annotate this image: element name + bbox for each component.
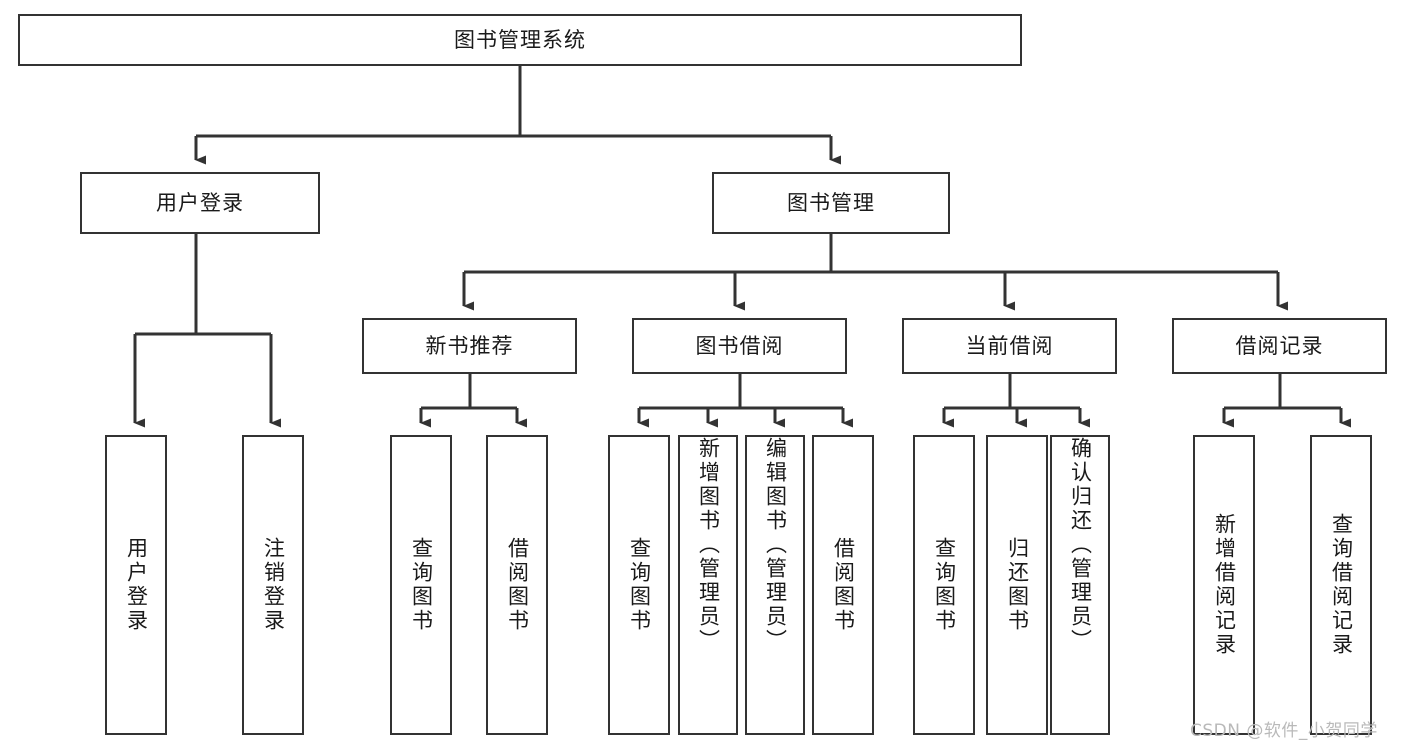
node-leaf-borrow-book-1-label: 借阅图书 (505, 537, 530, 633)
edges-bookmanage-to-level2 (462, 234, 1288, 311)
node-current-borrow-label: 当前借阅 (965, 333, 1054, 358)
node-leaf-add-book[interactable]: 新增图书（管理员） (678, 435, 738, 735)
leaf-inner: 新增图书（管理员） (680, 437, 736, 733)
node-leaf-edit-book[interactable]: 编辑图书（管理员） (745, 435, 805, 735)
node-leaf-query-book-3-label: 查询图书 (932, 537, 957, 633)
edges-newbook-to-leaves (419, 374, 527, 428)
node-leaf-borrow-book-2[interactable]: 借阅图书 (812, 435, 874, 735)
node-leaf-confirm-return-label: 确认归还（管理员） (1068, 437, 1093, 653)
node-leaf-query-book-1-label: 查询图书 (409, 537, 434, 633)
leaf-inner: 查询借阅记录 (1312, 437, 1370, 733)
leaf-inner: 注销登录 (244, 437, 302, 733)
edges-currentborrow-to-leaves (942, 374, 1090, 428)
node-new-book-rec[interactable]: 新书推荐 (362, 318, 577, 374)
edges-bookborrow-to-leaves (637, 374, 853, 428)
node-leaf-query-record-label: 查询借阅记录 (1329, 513, 1354, 657)
node-leaf-return-book[interactable]: 归还图书 (986, 435, 1048, 735)
leaf-inner: 查询图书 (392, 437, 450, 733)
edges-borrowrecord-to-leaves (1222, 374, 1351, 428)
csdn-watermark: CSDN @软件_小贺同学 (1190, 721, 1378, 741)
node-leaf-add-record[interactable]: 新增借阅记录 (1193, 435, 1255, 735)
leaf-inner: 编辑图书（管理员） (747, 437, 803, 733)
leaf-inner: 借阅图书 (488, 437, 546, 733)
node-leaf-query-book-3[interactable]: 查询图书 (913, 435, 975, 735)
node-book-borrow[interactable]: 图书借阅 (632, 318, 847, 374)
node-new-book-rec-label: 新书推荐 (425, 333, 514, 358)
node-borrow-record-label: 借阅记录 (1235, 333, 1324, 358)
node-leaf-query-book-2-label: 查询图书 (627, 537, 652, 633)
node-book-manage[interactable]: 图书管理 (712, 172, 950, 234)
node-root[interactable]: 图书管理系统 (18, 14, 1022, 66)
node-leaf-edit-book-label: 编辑图书（管理员） (763, 437, 788, 653)
node-current-borrow[interactable]: 当前借阅 (902, 318, 1117, 374)
node-leaf-query-book-1[interactable]: 查询图书 (390, 435, 452, 735)
node-root-label: 图书管理系统 (454, 27, 586, 52)
node-leaf-borrow-book-1[interactable]: 借阅图书 (486, 435, 548, 735)
node-user-login[interactable]: 用户登录 (80, 172, 320, 234)
edges-root-to-level1 (194, 66, 841, 165)
leaf-inner: 归还图书 (988, 437, 1046, 733)
node-leaf-query-book-2[interactable]: 查询图书 (608, 435, 670, 735)
node-leaf-query-record[interactable]: 查询借阅记录 (1310, 435, 1372, 735)
node-book-manage-label: 图书管理 (787, 190, 875, 215)
node-leaf-user-logout-label: 注销登录 (261, 537, 286, 633)
node-leaf-borrow-book-2-label: 借阅图书 (831, 537, 856, 633)
leaf-inner: 借阅图书 (814, 437, 872, 733)
node-user-login-label: 用户登录 (156, 190, 244, 215)
node-borrow-record[interactable]: 借阅记录 (1172, 318, 1387, 374)
leaf-inner: 新增借阅记录 (1195, 437, 1253, 733)
node-leaf-user-logout[interactable]: 注销登录 (242, 435, 304, 735)
leaf-inner: 查询图书 (915, 437, 973, 733)
node-leaf-user-login-label: 用户登录 (124, 537, 149, 633)
node-leaf-return-book-label: 归还图书 (1005, 537, 1030, 633)
edges-userlogin-to-leaves (133, 234, 281, 428)
node-leaf-add-record-label: 新增借阅记录 (1212, 513, 1237, 657)
node-book-borrow-label: 图书借阅 (695, 333, 784, 358)
node-leaf-add-book-label: 新增图书（管理员） (696, 437, 721, 653)
node-leaf-user-login[interactable]: 用户登录 (105, 435, 167, 735)
leaf-inner: 用户登录 (107, 437, 165, 733)
leaf-inner: 确认归还（管理员） (1052, 437, 1108, 733)
node-leaf-confirm-return[interactable]: 确认归还（管理员） (1050, 435, 1110, 735)
leaf-inner: 查询图书 (610, 437, 668, 733)
